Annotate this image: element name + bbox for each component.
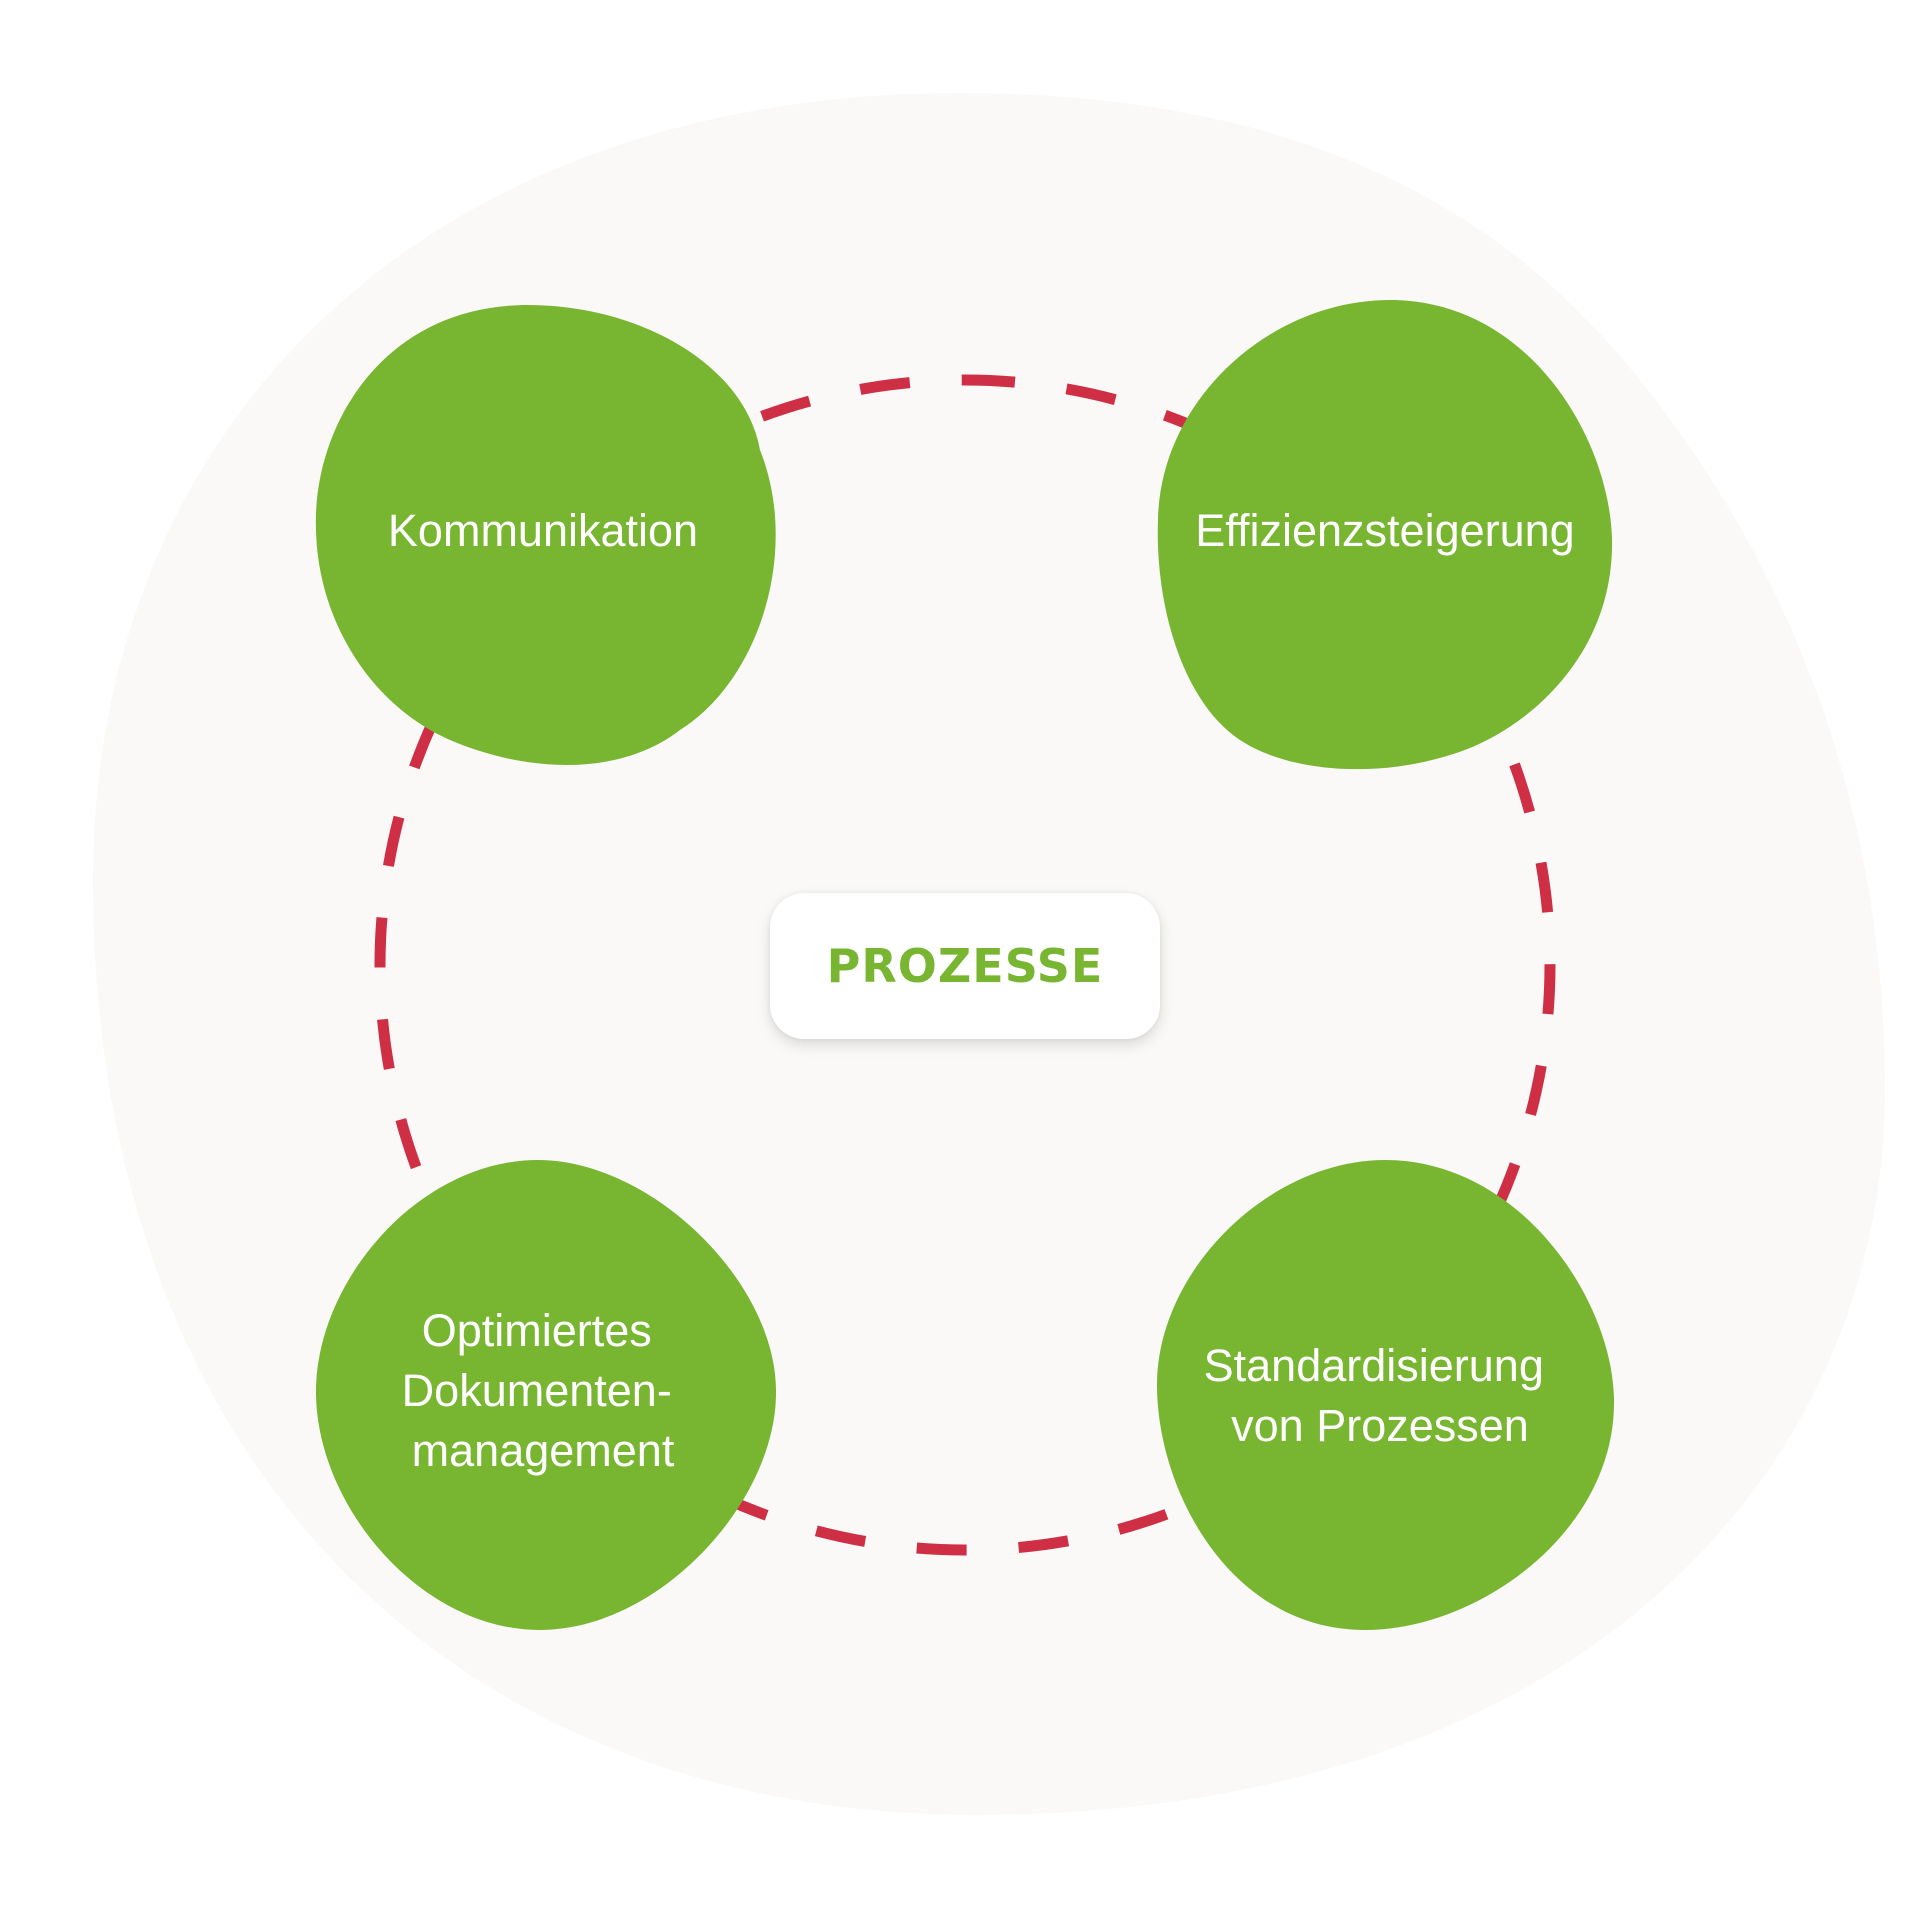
node-blob bbox=[1157, 300, 1613, 770]
node-blob bbox=[316, 1160, 777, 1630]
node-label-line: management bbox=[412, 1425, 675, 1476]
node-dokumentenmanagement: Optimiertes Dokumenten- management bbox=[316, 1160, 777, 1630]
node-label-line: Effizienzsteigerung bbox=[1195, 505, 1574, 556]
svg-text:Effizienzsteigerung: Effizienzsteigerung bbox=[1195, 505, 1574, 556]
node-blob bbox=[1157, 1160, 1615, 1630]
node-standardisierung: Standardisierung von Prozessen bbox=[1157, 1160, 1615, 1630]
node-blob bbox=[315, 305, 776, 765]
center-label: PROZESSE bbox=[826, 939, 1104, 993]
node-label-line: Kommunikation bbox=[388, 505, 698, 556]
svg-text:Kommunikation: Kommunikation bbox=[388, 505, 698, 556]
node-label-line: von Prozessen bbox=[1231, 1400, 1529, 1451]
node-label-line: Optimiertes bbox=[422, 1305, 652, 1356]
node-effizienzsteigerung: Effizienzsteigerung bbox=[1157, 300, 1613, 770]
svg-text:Standardisierung von P: Standardisierung von Prozessen bbox=[1204, 1340, 1557, 1451]
node-label-line: Dokumenten- bbox=[402, 1365, 672, 1416]
center-box: PROZESSE bbox=[770, 893, 1160, 1039]
node-kommunikation: Kommunikation bbox=[315, 305, 776, 765]
svg-text:Optimiertes Dokumenten: Optimiertes Dokumenten- management bbox=[402, 1305, 685, 1476]
dashed-ring bbox=[374, 374, 1556, 1556]
node-label-line: Standardisierung bbox=[1204, 1340, 1544, 1391]
